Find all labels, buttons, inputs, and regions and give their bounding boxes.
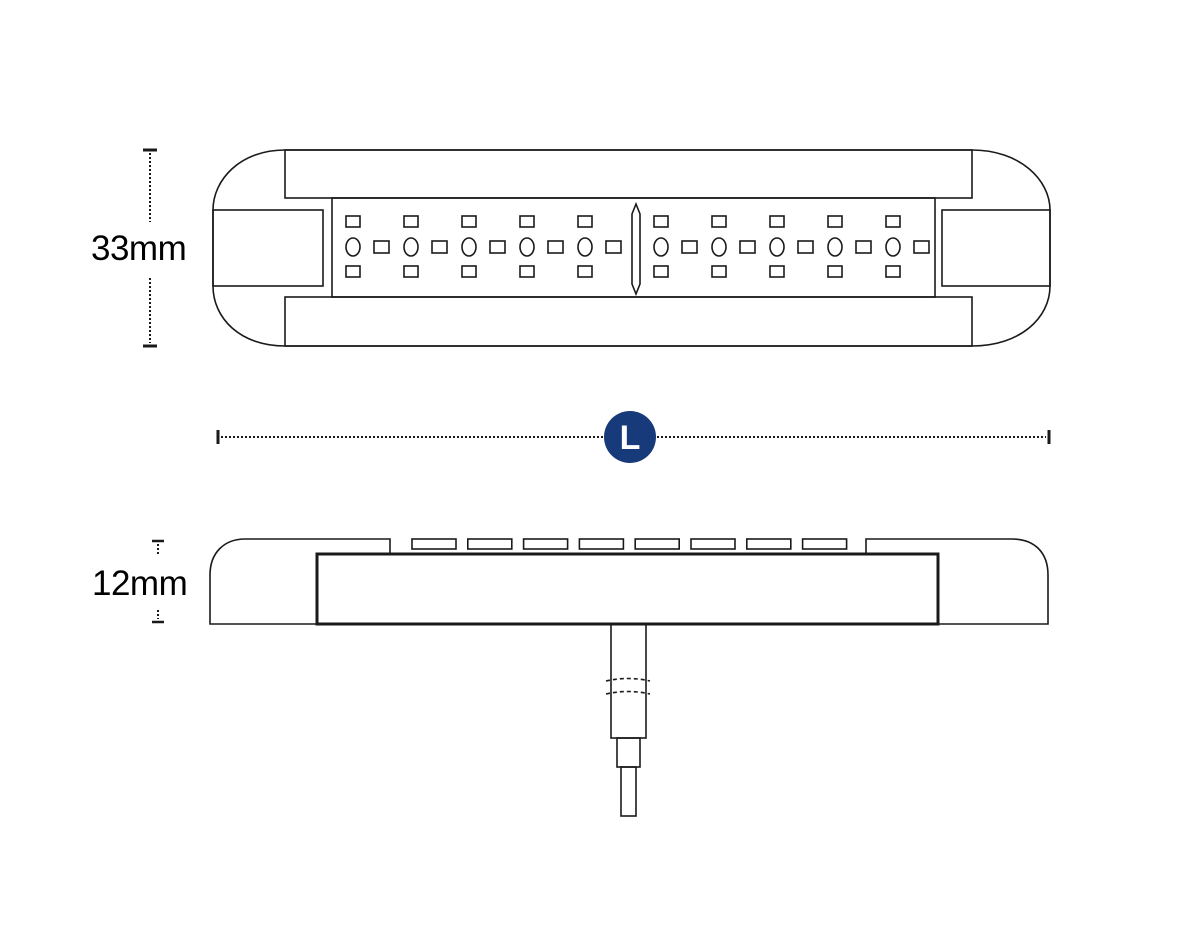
- vent-slot: [801, 538, 848, 550]
- cable-sleeve: [610, 623, 647, 739]
- side-body: [315, 552, 940, 626]
- bottom-strip: [284, 296, 973, 347]
- led-resistor: [739, 240, 756, 254]
- led-lens: [519, 237, 535, 257]
- led-pad-top: [519, 215, 535, 228]
- cable-wire: [620, 766, 637, 817]
- led-module: [827, 215, 872, 278]
- vent-slots: [411, 538, 848, 550]
- led-modules: [345, 215, 930, 278]
- led-resistor: [547, 240, 564, 254]
- top-view: [212, 149, 1051, 347]
- led-module: [345, 215, 390, 278]
- side-housing-outline: [209, 538, 1049, 625]
- led-module: [577, 215, 622, 278]
- vent-slot: [634, 538, 681, 550]
- led-pad-bottom: [769, 265, 785, 278]
- led-lens: [885, 237, 901, 257]
- led-lens: [827, 237, 843, 257]
- led-resistor: [605, 240, 622, 254]
- vent-slot: [522, 538, 569, 550]
- length-badge: [604, 411, 656, 463]
- height-dimension-label: 33mm: [91, 229, 187, 268]
- led-module: [885, 215, 930, 278]
- led-pad-bottom: [711, 265, 727, 278]
- thickness-dimension-line: [152, 539, 164, 624]
- led-lens: [769, 237, 785, 257]
- led-pad-top: [653, 215, 669, 228]
- center-divider: [631, 201, 641, 297]
- vent-slot: [745, 538, 792, 550]
- led-resistor: [797, 240, 814, 254]
- vent-slot: [411, 538, 457, 550]
- vent-slot: [578, 538, 625, 550]
- led-pad-bottom: [403, 265, 419, 278]
- led-lens: [577, 237, 593, 257]
- led-pad-top: [885, 215, 901, 228]
- led-resistor: [373, 240, 390, 254]
- cable-break-mark: [605, 677, 651, 695]
- led-module: [769, 215, 814, 278]
- led-resistor: [681, 240, 698, 254]
- led-lens: [345, 237, 361, 257]
- led-pad-bottom: [653, 265, 669, 278]
- led-lens: [653, 237, 669, 257]
- led-pad-top: [711, 215, 727, 228]
- led-resistor: [913, 240, 930, 254]
- right-end-cap: [941, 209, 1051, 287]
- led-module: [711, 215, 756, 278]
- led-pad-bottom: [461, 265, 477, 278]
- led-pad-top: [461, 215, 477, 228]
- length-badge-label: L: [620, 419, 641, 457]
- led-lens: [711, 237, 727, 257]
- cable-connector: [616, 737, 641, 768]
- led-pad-top: [577, 215, 593, 228]
- led-pad-bottom: [519, 265, 535, 278]
- led-pad-top: [769, 215, 785, 228]
- led-pad-top: [403, 215, 419, 228]
- led-resistor: [855, 240, 872, 254]
- led-module: [461, 215, 506, 278]
- led-module: [519, 215, 564, 278]
- left-end-cap: [212, 209, 324, 287]
- led-lens: [461, 237, 477, 257]
- led-pad-bottom: [577, 265, 593, 278]
- led-module: [403, 215, 448, 278]
- thickness-dimension-label: 12mm: [92, 564, 188, 603]
- top-strip: [284, 149, 973, 199]
- side-view: [209, 538, 1049, 817]
- led-pad-top: [827, 215, 843, 228]
- led-resistor: [431, 240, 448, 254]
- vent-slot: [466, 538, 513, 550]
- led-board: [331, 197, 936, 298]
- vent-slot: [690, 538, 736, 550]
- length-dimension-line: L: [216, 411, 1051, 463]
- led-lens: [403, 237, 419, 257]
- height-dimension-line: [143, 148, 157, 348]
- led-resistor: [489, 240, 506, 254]
- led-module: [653, 215, 698, 278]
- led-pad-bottom: [827, 265, 843, 278]
- led-pad-bottom: [345, 265, 361, 278]
- led-pad-top: [345, 215, 361, 228]
- led-pad-bottom: [885, 265, 901, 278]
